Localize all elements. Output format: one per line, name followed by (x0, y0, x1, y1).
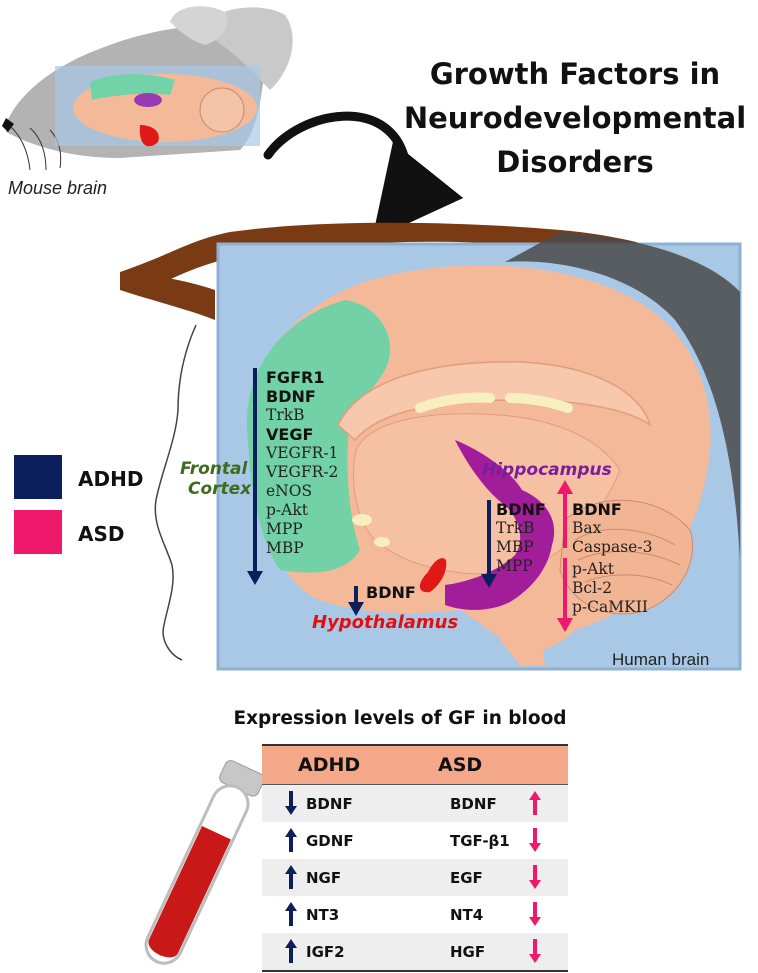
frontal-cortex-marker: FGFR1 (266, 368, 325, 387)
asd-factor: HGF (450, 942, 486, 961)
mouse-brain-label: Mouse brain (8, 178, 108, 198)
asd-down-arrow-icon (528, 827, 542, 853)
blood-tube-illustration (144, 760, 265, 965)
table-row: BDNF BDNF (262, 785, 568, 822)
table-row: NT3 NT4 (262, 896, 568, 933)
asd-up-arrow-icon (528, 790, 542, 816)
frontal-cortex-marker: MPP (266, 520, 303, 538)
asd-factor: EGF (450, 868, 483, 887)
frontal-cortex-down-arrow-head (247, 571, 263, 585)
hippocampus-asd-up-arrow-head (557, 480, 573, 494)
adhd-factor: IGF2 (306, 942, 345, 961)
frontal-cortex-label: Frontal Cortex (180, 459, 251, 499)
frontal-cortex-marker: BDNF (266, 387, 316, 406)
hippocampus-adhd-marker: MPP (496, 557, 533, 575)
hippocampus-adhd-down-arrow-head (481, 574, 497, 588)
hippocampus-adhd-marker: TrkB (496, 519, 535, 537)
adhd-up-arrow-icon (284, 901, 298, 927)
adhd-factor: NT3 (306, 905, 340, 924)
asd-factor: BDNF (450, 794, 497, 813)
header-adhd: ADHD (298, 754, 361, 776)
asd-down-arrow-icon (528, 938, 542, 964)
hippocampus-asd-up-marker: Caspase-3 (572, 538, 653, 556)
human-brain-label: Human brain (612, 650, 710, 669)
hippocampus-adhd-marker: BDNF (496, 500, 546, 519)
hippocampus-asd-down-arrow-head (557, 618, 573, 632)
frontal-cortex-marker: VEGFR-1 (266, 444, 339, 462)
asd-factor: NT4 (450, 905, 484, 924)
curved-arrow (263, 111, 464, 241)
adhd-down-arrow-icon (284, 790, 298, 816)
blood-table-header: ADHD ASD (262, 744, 568, 785)
blood-table-title: Expression levels of GF in blood (233, 708, 567, 729)
frontal-cortex-label-line2: Cortex (188, 479, 252, 499)
frontal-cortex-marker: eNOS (266, 482, 313, 500)
frontal-cortex-marker: p-Akt (266, 501, 308, 519)
legend-label-adhd: ADHD (78, 467, 144, 491)
table-row: IGF2 HGF (262, 933, 568, 972)
mouse-illustration (2, 6, 293, 171)
hippocampus-adhd-marker: MBP (496, 538, 534, 556)
asd-factor: TGF-β1 (450, 831, 510, 850)
adhd-up-arrow-icon (284, 827, 298, 853)
hypothalamus-marker: BDNF (366, 583, 416, 602)
frontal-cortex-marker: MBP (266, 539, 304, 557)
frontal-cortex-marker: VEGFR-2 (266, 463, 339, 481)
asd-down-arrow-icon (528, 901, 542, 927)
adhd-up-arrow-icon (284, 864, 298, 890)
adhd-factor: NGF (306, 868, 342, 887)
adhd-factor: GDNF (306, 831, 354, 850)
hippocampus-asd-down-marker: p-CaMKII (572, 598, 648, 616)
hippocampus-asd-down-marker: Bcl-2 (572, 579, 613, 597)
frontal-cortex-marker: VEGF (266, 425, 314, 444)
hippocampus-label: Hippocampus (482, 460, 612, 480)
legend-swatch-adhd (14, 455, 62, 499)
human-brain-illustration (120, 222, 742, 671)
hypothalamus-marker-list: BDNF (366, 583, 416, 602)
legend-label-asd: ASD (78, 522, 125, 546)
hypothalamus-down-arrow-head (348, 602, 364, 616)
frontal-cortex-marker: TrkB (266, 406, 305, 424)
hippocampus-asd-up-marker: Bax (572, 519, 602, 537)
hippocampus-asd-up-marker: BDNF (572, 500, 622, 519)
frontal-cortex-label-line1: Frontal (180, 459, 248, 479)
adhd-factor: BDNF (306, 794, 353, 813)
hypothalamus-label: Hypothalamus (312, 612, 459, 633)
hippocampus-asd-down-marker: p-Akt (572, 560, 614, 578)
adhd-up-arrow-icon (284, 938, 298, 964)
table-row: GDNF TGF-β1 (262, 822, 568, 859)
legend-swatch-asd (14, 510, 62, 554)
table-row: NGF EGF (262, 859, 568, 896)
header-asd: ASD (438, 754, 483, 776)
asd-down-arrow-icon (528, 864, 542, 890)
